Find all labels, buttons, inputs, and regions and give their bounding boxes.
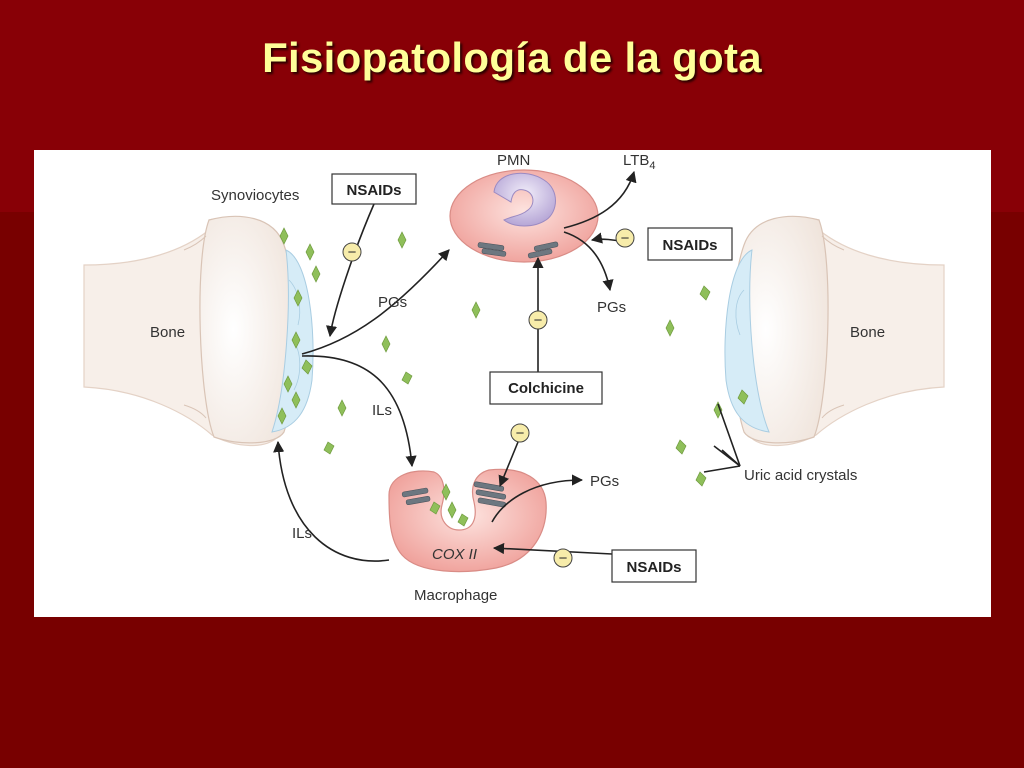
- macrophage-cell: [388, 468, 547, 573]
- svg-text:Colchicine: Colchicine: [508, 380, 584, 397]
- inhibitor-colchicine-macrophage: −: [510, 423, 530, 443]
- inhibitor-markers: − − − − −: [342, 228, 635, 568]
- drug-box-nsaids-top: NSAIDs: [331, 173, 417, 205]
- svg-text:NSAIDs: NSAIDs: [662, 237, 717, 254]
- svg-text:−: −: [534, 312, 543, 329]
- gout-pathophysiology-diagram: − − − − − NSAIDs NSAIDs Colchicine NSAI: [34, 150, 991, 617]
- pmn-granules: [477, 241, 559, 259]
- uric-acid-crystals: [277, 227, 749, 527]
- label-pgs-top-right: PGs: [597, 299, 626, 316]
- drug-box-colchicine: Colchicine: [489, 371, 603, 405]
- inhibitor-nsaids-top: −: [342, 242, 362, 262]
- svg-text:NSAIDs: NSAIDs: [346, 182, 401, 199]
- drug-box-nsaids-macrophage: NSAIDs: [611, 549, 697, 583]
- label-pgs-top-left: PGs: [378, 294, 407, 311]
- pmn-cell: [449, 169, 599, 263]
- label-ils-upper: ILs: [372, 402, 392, 419]
- svg-text:−: −: [621, 230, 630, 247]
- macrophage-granules: [401, 481, 507, 508]
- label-synoviocytes: Synoviocytes: [211, 187, 299, 204]
- label-cox-ii: COX II: [432, 546, 477, 563]
- inhibitor-nsaids-macrophage: −: [553, 548, 573, 568]
- label-macrophage: Macrophage: [414, 587, 497, 604]
- inhibitor-nsaids-pmn: −: [615, 228, 635, 248]
- inhibitor-colchicine-pmn: −: [528, 310, 548, 330]
- label-ltb4: LTB4: [623, 152, 656, 172]
- pathway-arrows: [273, 170, 741, 562]
- right-bone: [731, 215, 945, 447]
- label-pmn: PMN: [497, 152, 530, 169]
- svg-text:−: −: [516, 425, 525, 442]
- label-bone-left: Bone: [150, 324, 185, 341]
- left-bone: [83, 215, 297, 447]
- slide-title: Fisiopatología de la gota: [262, 34, 762, 81]
- label-ils-lower: ILs: [292, 525, 312, 542]
- label-uric-acid-crystals: Uric acid crystals: [744, 467, 857, 484]
- svg-text:NSAIDs: NSAIDs: [626, 559, 681, 576]
- label-pgs-macrophage: PGs: [590, 473, 619, 490]
- drug-box-nsaids-pmn: NSAIDs: [647, 227, 733, 261]
- svg-text:−: −: [348, 244, 357, 261]
- svg-text:−: −: [559, 550, 568, 567]
- right-synovium: [724, 249, 770, 433]
- label-bone-right: Bone: [850, 324, 885, 341]
